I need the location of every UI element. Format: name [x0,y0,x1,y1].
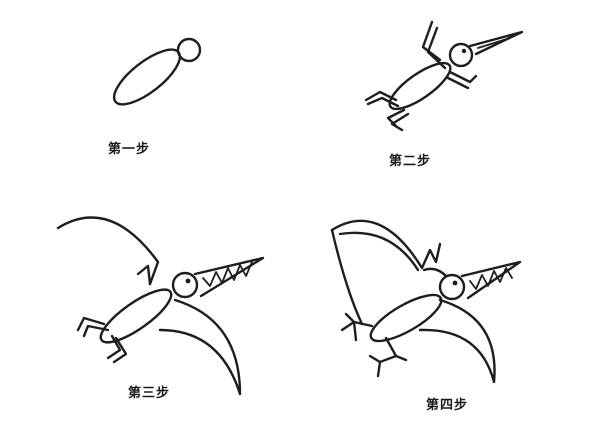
step-1-label: 第一步 [108,142,151,157]
step-1-sketch [112,37,202,106]
step-3-sketch [56,216,265,396]
step-2-sketch [364,20,524,132]
step-3-label: 第三步 [128,386,171,401]
step-4-sketch [330,219,522,384]
step-2-label: 第二步 [389,154,432,169]
step-4-label: 第四步 [426,398,469,413]
